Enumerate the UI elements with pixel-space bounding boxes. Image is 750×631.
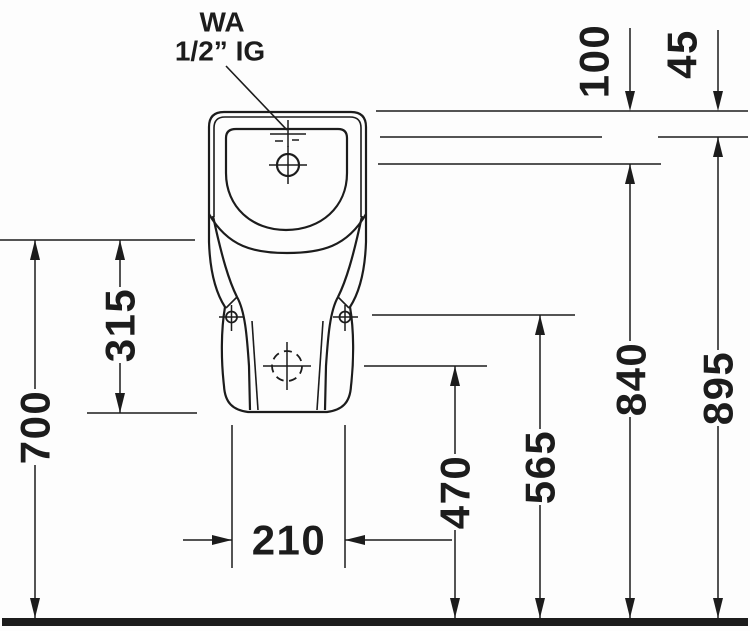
dim-100-label: 100	[571, 24, 618, 99]
dim-565-label: 565	[517, 430, 564, 505]
water-connection-point	[270, 120, 306, 147]
dim-895-arrow-bottom	[713, 598, 723, 618]
dim-315-label: 315	[97, 288, 144, 363]
outlet-hole	[263, 342, 311, 390]
dim-470-arrow-bottom	[450, 598, 460, 618]
dim-895-label: 895	[695, 351, 742, 426]
dim-565-arrow-top	[535, 315, 545, 335]
fixing-hole-right-crosshair	[333, 305, 358, 331]
dim-315-arrow-top	[115, 240, 125, 260]
fixing-flange-edge-right	[337, 296, 350, 309]
dim-315-arrow-bottom	[115, 393, 125, 413]
dim-700-label: 700	[12, 390, 59, 465]
body-sweep-line-right	[323, 215, 364, 411]
dim-840-label: 840	[608, 342, 655, 417]
dim-470-label: 470	[432, 455, 479, 530]
inner-wall-line-left	[251, 320, 259, 411]
water-connection-dash-marks	[275, 139, 299, 142]
urinal-outer-outline	[207, 110, 368, 414]
dimension-lines	[30, 28, 723, 618]
fixing-hole-left-crosshair	[219, 305, 244, 331]
connection-label-line1: WA	[199, 7, 244, 38]
fixing-hole-left	[219, 305, 244, 331]
floor-line	[2, 618, 748, 626]
dim-100-arrow	[625, 91, 635, 111]
dim-210-label: 210	[252, 517, 327, 564]
dim-210-arrow-left	[212, 535, 232, 545]
dim-45-arrow	[713, 91, 723, 111]
dim-840-arrow-top	[625, 164, 635, 184]
fixing-hole-right	[333, 305, 358, 331]
dimension-labels: WA 1/2” IG 700 315 210 470 565 840 895 1…	[12, 7, 742, 564]
dim-45-label: 45	[659, 29, 706, 79]
reference-lines	[0, 110, 748, 568]
fixing-flange-edge-left	[225, 296, 238, 309]
inner-wall-line-right	[316, 320, 324, 411]
outlet-crosshair	[263, 342, 311, 390]
dim-895-arrow-top	[713, 137, 723, 157]
dim-840-arrow-bottom	[625, 598, 635, 618]
spreader-hole	[269, 146, 307, 184]
dim-565-arrow-bottom	[535, 598, 545, 618]
urinal-body	[207, 110, 368, 414]
dim-470-arrow-top	[450, 366, 460, 386]
spreader-hole-crosshair	[269, 146, 307, 184]
connection-label-line2: 1/2” IG	[175, 36, 265, 67]
dim-700-arrow-top	[30, 240, 40, 260]
urinal-rim-inner-line	[213, 116, 362, 217]
dim-210-arrow-right	[345, 535, 365, 545]
rim-front-curve	[208, 213, 367, 255]
basin-opening-outline	[224, 127, 349, 232]
connection-leader-line	[225, 65, 288, 131]
water-connection-crosshair	[270, 120, 306, 147]
dim-700-arrow-bottom	[30, 598, 40, 618]
